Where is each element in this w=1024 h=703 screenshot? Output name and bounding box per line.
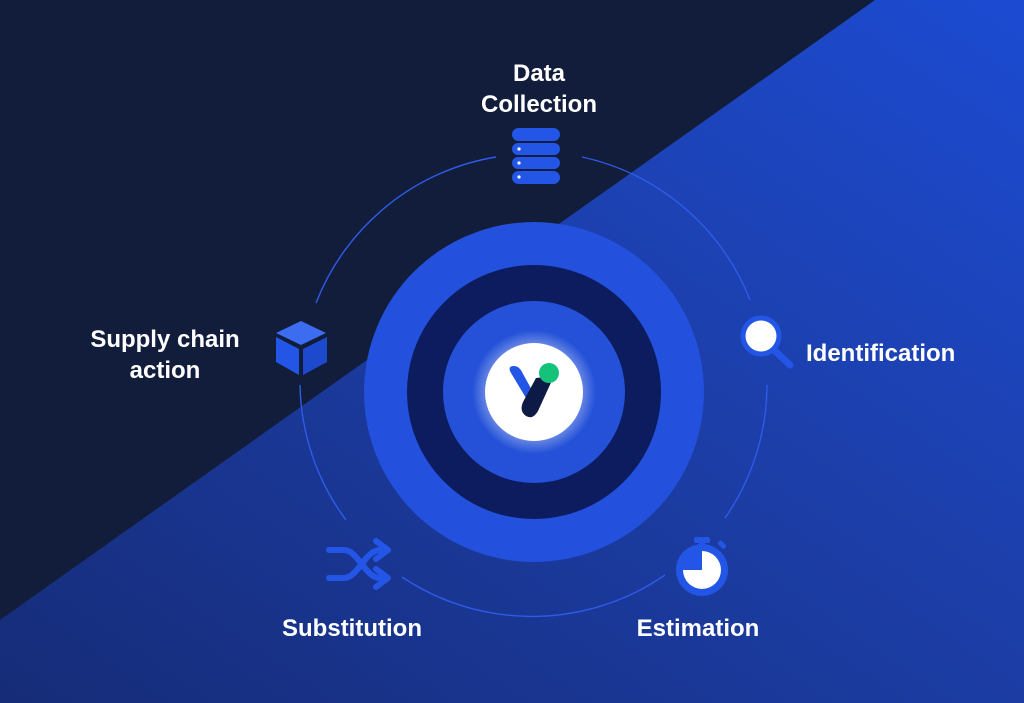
orbit-arc-identification-estimation	[724, 384, 768, 519]
stage-label-estimation: Estimation	[636, 615, 760, 642]
stage-label-data-collection: Data Collection	[480, 60, 597, 118]
brand-logo-icon	[509, 363, 559, 418]
orbit-ring	[299, 156, 768, 618]
cube-icon	[276, 321, 327, 375]
shuffle-icon	[326, 538, 391, 590]
orbit-arc-estimation-substitution	[401, 574, 666, 618]
database-icon	[512, 128, 560, 184]
orbit-arc-supply-data	[315, 156, 497, 304]
stage-label-substitution: Substitution	[282, 615, 422, 642]
stage-label-identification: Identification	[806, 340, 956, 367]
magnifier-icon	[740, 315, 794, 369]
orbit-arc-substitution-supply	[299, 384, 347, 521]
stage-label-supply-chain-action: Supply chain action	[90, 326, 240, 384]
orbit-arc-data-identification	[581, 156, 751, 301]
stopwatch-icon	[676, 537, 728, 596]
